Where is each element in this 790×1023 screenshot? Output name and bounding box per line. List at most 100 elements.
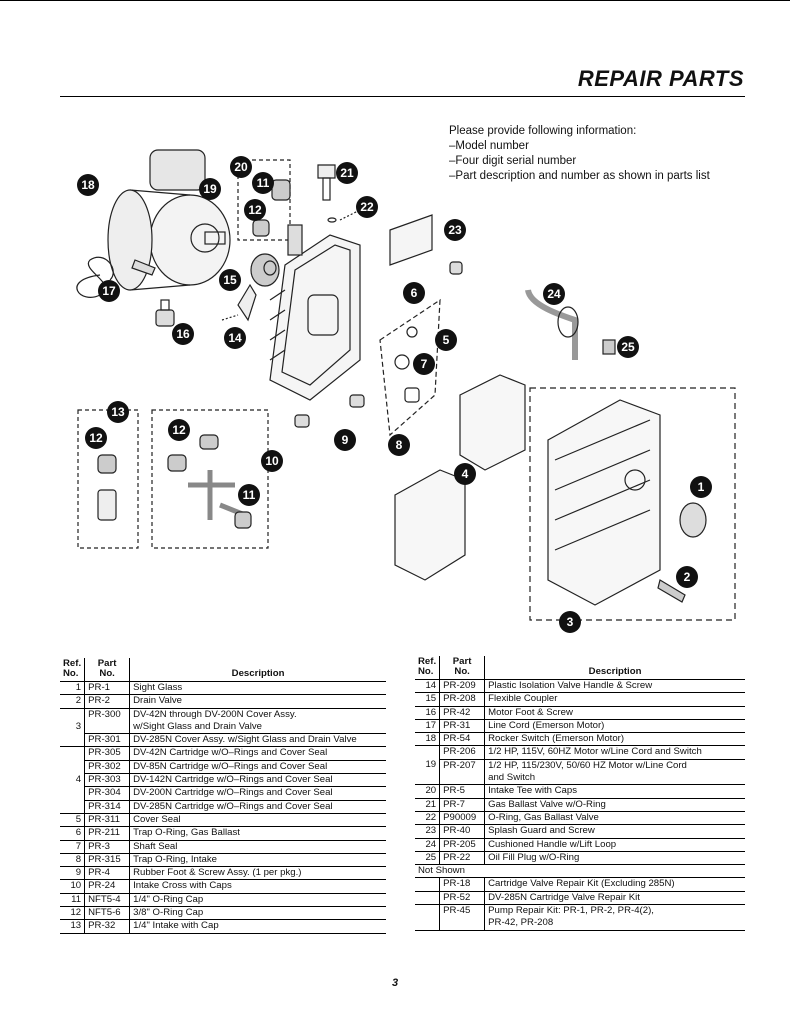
motor-drawing xyxy=(76,149,231,298)
part-number-cell: PR-305 xyxy=(84,746,131,761)
gas-ballast-valve-drawing xyxy=(317,164,361,223)
part-number-cell: PR-209 xyxy=(439,679,486,694)
callout-5: 5 xyxy=(435,329,457,351)
callout-10: 10 xyxy=(261,450,283,472)
description-cell: Intake Tee with Caps xyxy=(484,784,745,799)
motor-foot-drawing xyxy=(155,299,175,327)
description-cell: 1/2 HP, 115/230V, 50/60 HZ Motor w/Line … xyxy=(484,759,745,786)
svg-text:11: 11 xyxy=(243,488,256,502)
info-line: –Four digit serial number xyxy=(449,155,577,167)
part-number-cell: PR-314 xyxy=(84,800,131,814)
cover-seal-drawing xyxy=(379,298,441,437)
part-number-cell: PR-31 xyxy=(439,719,486,734)
ref-cell: 15 xyxy=(415,692,441,707)
svg-text:7: 7 xyxy=(421,357,428,371)
part-number-cell: PR-3 xyxy=(84,840,131,854)
part-number-cell: PR-302 xyxy=(84,760,131,775)
description-cell: Intake Cross with Caps xyxy=(129,879,386,894)
description-cell: 1/4" O-Ring Cap xyxy=(129,893,386,908)
description-cell: Trap O-Ring, Gas Ballast xyxy=(129,826,386,841)
ref-cell: 3 xyxy=(60,708,86,748)
svg-text:14: 14 xyxy=(228,331,242,345)
callout-2: 2 xyxy=(676,566,698,588)
svg-text:1: 1 xyxy=(698,480,705,494)
svg-text:22: 22 xyxy=(360,200,374,214)
ref-cell: 9 xyxy=(60,866,86,881)
description-cell: Oil Fill Plug w/O-Ring xyxy=(484,851,745,866)
svg-text:25: 25 xyxy=(621,340,635,354)
description-cell: DV-142N Cartridge w/O–Rings and Cover Se… xyxy=(129,773,386,788)
callout-15: 15 xyxy=(219,269,241,291)
part-number-cell: PR-42 xyxy=(439,706,486,720)
ref-cell: 1 xyxy=(60,681,86,696)
svg-text:3: 3 xyxy=(567,615,574,629)
description-cell: DV-42N through DV-200N Cover Assy.w/Sigh… xyxy=(129,708,386,735)
callout-3: 3 xyxy=(559,611,581,633)
ref-cell: 20 xyxy=(415,784,441,799)
part-number-cell: PR-24 xyxy=(84,879,131,894)
ref-cell: 5 xyxy=(60,813,86,828)
description-cell: Plastic Isolation Valve Handle & Screw xyxy=(484,679,745,694)
ref-cell: 6 xyxy=(60,826,86,841)
title-rule xyxy=(60,96,745,97)
page-title: REPAIR PARTS xyxy=(577,66,744,91)
ref-cell: 2 xyxy=(60,694,86,709)
cartridge-drawing xyxy=(394,374,526,581)
callout-6: 6 xyxy=(403,282,425,304)
svg-text:18: 18 xyxy=(81,178,95,192)
part-number-cell: PR-32 xyxy=(84,919,131,934)
info-line: –Part description and number as shown in… xyxy=(449,170,710,182)
part-number-cell: PR-206 xyxy=(439,745,486,760)
part-number-cell: NFT5-6 xyxy=(84,906,131,921)
description-cell: Shaft Seal xyxy=(129,840,386,854)
col-header-ref: Ref.No. xyxy=(415,656,441,680)
part-number-cell: PR-300 xyxy=(84,708,131,735)
callout-7: 7 xyxy=(413,353,435,375)
description-cell: Rocker Switch (Emerson Motor) xyxy=(484,732,745,747)
description-cell: O-Ring, Gas Ballast Valve xyxy=(484,811,745,826)
not-shown-label: Not Shown xyxy=(415,864,745,879)
part-number-cell: P90009 xyxy=(439,811,486,826)
sight-glass-drawing xyxy=(679,502,707,538)
description-cell: 1/4" Intake with Cap xyxy=(129,919,386,934)
callout-4: 4 xyxy=(454,463,476,485)
page-number: 3 xyxy=(392,977,399,989)
part-number-cell: PR-52 xyxy=(439,891,486,906)
description-cell: Line Cord (Emerson Motor) xyxy=(484,719,745,734)
callout-24: 24 xyxy=(543,283,565,305)
svg-text:9: 9 xyxy=(342,433,349,447)
part-number-cell: NFT5-4 xyxy=(84,893,131,908)
info-block: Please provide following information: –M… xyxy=(449,124,710,184)
callout-12b: 12 xyxy=(85,427,107,449)
oil-plug-drawing xyxy=(602,339,616,355)
description-cell: Cover Seal xyxy=(129,813,386,828)
handle-drawing xyxy=(525,289,579,360)
exploded-parts-diagram: 18 19 17 16 15 14 20 11 12 21 22 23 6 5 … xyxy=(76,149,736,633)
coupler-drawing xyxy=(250,253,280,287)
description-cell: Rubber Foot & Screw Assy. (1 per pkg.) xyxy=(129,866,386,881)
svg-text:12: 12 xyxy=(89,431,103,445)
part-number-cell: PR-22 xyxy=(439,851,486,866)
part-number-cell: PR-208 xyxy=(439,692,486,707)
ref-cell: 16 xyxy=(415,706,441,720)
description-cell: Cartridge Valve Repair Kit (Excluding 28… xyxy=(484,877,745,892)
ref-cell: 12 xyxy=(60,906,86,921)
